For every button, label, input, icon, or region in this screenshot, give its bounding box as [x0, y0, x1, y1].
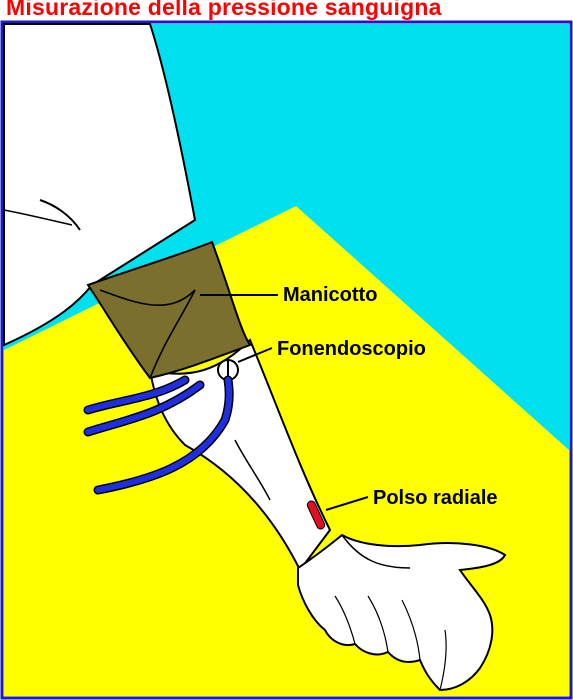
- label-stethoscope: Fonendoscopio: [277, 338, 426, 360]
- label-radial-pulse: Polso radiale: [373, 487, 498, 509]
- label-cuff: Manicotto: [283, 284, 377, 306]
- page-title: Misurazione della pressione sanguigna: [6, 0, 442, 21]
